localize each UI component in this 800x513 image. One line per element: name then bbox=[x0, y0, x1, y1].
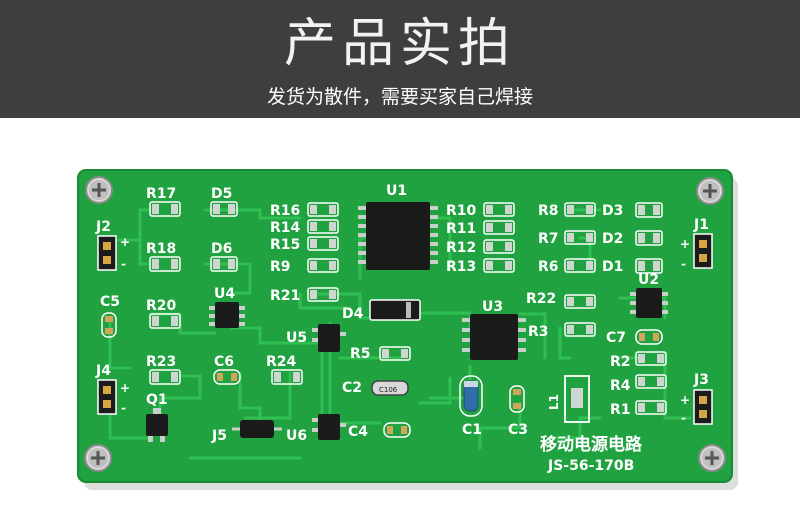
label-r20: R20 bbox=[146, 298, 177, 314]
label-r7: R7 bbox=[538, 231, 559, 247]
label-d1: D1 bbox=[602, 259, 623, 275]
label-u4: U4 bbox=[214, 286, 235, 302]
page-subtitle: 发货为散件，需要买家自己焊接 bbox=[266, 86, 533, 108]
label-r14: R14 bbox=[270, 220, 301, 236]
header-j1 bbox=[693, 233, 713, 269]
label-j3: J3 bbox=[693, 372, 709, 388]
label-r13: R13 bbox=[446, 259, 476, 275]
label-r8: R8 bbox=[538, 203, 559, 219]
label-r18: R18 bbox=[146, 241, 176, 257]
label-j4-plus: + bbox=[120, 381, 130, 395]
label-u2: U2 bbox=[638, 272, 659, 288]
screw-bottom-right bbox=[698, 444, 726, 472]
label-r21: R21 bbox=[270, 288, 300, 304]
ic-u2 bbox=[630, 288, 668, 318]
capacitor-footprints bbox=[101, 312, 663, 438]
mounting-screws bbox=[84, 176, 726, 472]
screw-bottom-left bbox=[84, 444, 112, 472]
label-u6: U6 bbox=[286, 428, 307, 444]
label-j2-plus: + bbox=[120, 235, 130, 249]
label-r22: R22 bbox=[526, 291, 556, 307]
board-name: 移动电源电路 bbox=[540, 434, 643, 455]
label-d6: D6 bbox=[211, 241, 232, 257]
label-r24: R24 bbox=[266, 354, 297, 370]
label-r2: R2 bbox=[610, 354, 631, 370]
resistor-footprints bbox=[149, 201, 667, 415]
screw-top-right bbox=[696, 177, 724, 205]
label-r23: R23 bbox=[146, 354, 176, 370]
resistor-pads bbox=[152, 204, 664, 412]
board-model: JS-56-170B bbox=[547, 458, 634, 474]
ic-u6 bbox=[312, 414, 346, 440]
connector-j5 bbox=[232, 420, 282, 438]
label-c7: C7 bbox=[606, 330, 626, 346]
label-q1: Q1 bbox=[146, 392, 168, 408]
label-l1: L1 bbox=[547, 394, 561, 410]
label-r16: R16 bbox=[270, 203, 300, 219]
label-j1: J1 bbox=[693, 217, 709, 233]
label-r1: R1 bbox=[610, 402, 631, 418]
label-r10: R10 bbox=[446, 203, 477, 219]
screw-top-left bbox=[85, 176, 113, 204]
label-r17: R17 bbox=[146, 186, 176, 202]
label-r9: R9 bbox=[270, 259, 291, 275]
label-u3: U3 bbox=[482, 299, 503, 315]
label-c6: C6 bbox=[214, 354, 234, 370]
label-c5: C5 bbox=[100, 294, 120, 310]
label-r4: R4 bbox=[610, 378, 631, 394]
label-c4: C4 bbox=[348, 424, 368, 440]
label-r3: R3 bbox=[528, 324, 549, 340]
label-j1-minus: - bbox=[681, 257, 686, 271]
label-r11: R11 bbox=[446, 221, 476, 237]
header-banner: 产品实拍 发货为散件，需要买家自己焊接 bbox=[0, 0, 800, 118]
header-j2 bbox=[97, 235, 117, 271]
label-j2: J2 bbox=[95, 219, 111, 235]
svg-text:C106: C106 bbox=[379, 386, 398, 394]
label-d3: D3 bbox=[602, 203, 623, 219]
label-j5: J5 bbox=[211, 428, 227, 444]
label-j4: J4 bbox=[95, 363, 111, 379]
label-j2-minus: - bbox=[121, 257, 126, 271]
label-u5: U5 bbox=[286, 330, 307, 346]
label-d4: D4 bbox=[342, 306, 364, 322]
label-r6: R6 bbox=[538, 259, 559, 275]
label-j4-minus: - bbox=[121, 401, 126, 415]
label-c2: C2 bbox=[342, 380, 362, 396]
label-j1-plus: + bbox=[680, 237, 690, 251]
page-title: 产品实拍 bbox=[283, 14, 516, 74]
label-d2: D2 bbox=[602, 231, 623, 247]
ic-u3 bbox=[462, 314, 526, 360]
diode-d4 bbox=[369, 299, 421, 321]
label-d5: D5 bbox=[211, 186, 232, 202]
label-j3-plus: + bbox=[680, 393, 690, 407]
ic-u4 bbox=[209, 302, 245, 328]
led-footprints bbox=[210, 201, 663, 274]
capacitor-pads bbox=[105, 316, 659, 434]
transistor-q1 bbox=[146, 408, 168, 442]
label-u1: U1 bbox=[386, 183, 407, 199]
capacitor-c2 bbox=[371, 380, 409, 396]
ic-u1 bbox=[358, 202, 438, 270]
label-c3: C3 bbox=[508, 422, 528, 438]
header-j3 bbox=[693, 389, 713, 425]
led-pads bbox=[213, 204, 660, 271]
label-r15: R15 bbox=[270, 237, 300, 253]
pcb-photo: C106 bbox=[0, 118, 800, 509]
inductor-l1 bbox=[564, 375, 590, 423]
label-r12: R12 bbox=[446, 240, 476, 256]
ic-u5 bbox=[312, 324, 346, 352]
label-r5: R5 bbox=[350, 346, 371, 362]
label-j3-minus: - bbox=[681, 411, 686, 425]
label-c1: C1 bbox=[462, 422, 482, 438]
header-j4 bbox=[97, 379, 117, 415]
